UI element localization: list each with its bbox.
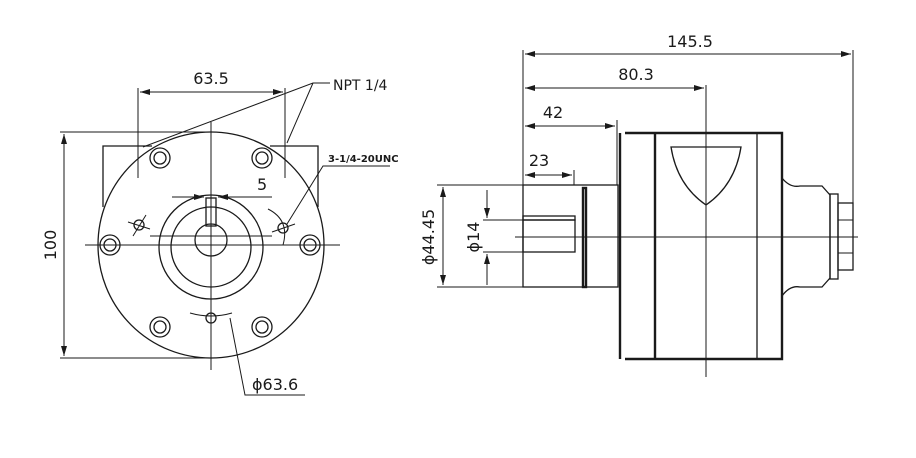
key-dimension-label: 5 <box>257 175 267 194</box>
port-housing-outline <box>102 145 319 207</box>
front-view: 100 63.5 NPT 1/4 3-1/4-20UNC 5 ϕ63.6 <box>41 69 399 396</box>
height-extension-lines <box>60 131 211 359</box>
thread-leader-line <box>286 165 390 225</box>
width-extension-lines <box>137 88 286 178</box>
height-dimension-label: 100 <box>41 230 60 261</box>
side-view: 145.5 80.3 42 23 ϕ44.45 ϕ14 <box>419 32 858 377</box>
diameter-extension-lines <box>437 184 523 288</box>
port-leader-line <box>142 82 330 148</box>
shaft <box>522 219 576 253</box>
pilot-diameter-label: ϕ44.45 <box>419 209 438 265</box>
side-extension-lines <box>522 50 854 228</box>
thread-label: 3-1/4-20UNC <box>328 154 399 165</box>
shaft-keyway <box>522 215 576 221</box>
shaft-diameter-label: ϕ14 <box>464 222 483 253</box>
overall-length-label: 145.5 <box>667 32 713 51</box>
shaft-length-label: 23 <box>529 151 549 170</box>
center-dim-label: 80.3 <box>618 65 654 84</box>
pilot-boss <box>522 184 619 288</box>
width-dimension-label: 63.5 <box>193 69 229 88</box>
side-center-lines <box>515 85 858 377</box>
nut-flats <box>838 219 853 254</box>
bolt-heads <box>99 147 321 338</box>
boss-length-label: 42 <box>543 103 563 122</box>
center-lines <box>85 122 340 370</box>
pump-body <box>625 131 784 361</box>
bolt-circle-leader <box>229 317 305 396</box>
bolt-circle-label: ϕ63.6 <box>252 375 298 394</box>
port-label: NPT 1/4 <box>333 78 388 94</box>
